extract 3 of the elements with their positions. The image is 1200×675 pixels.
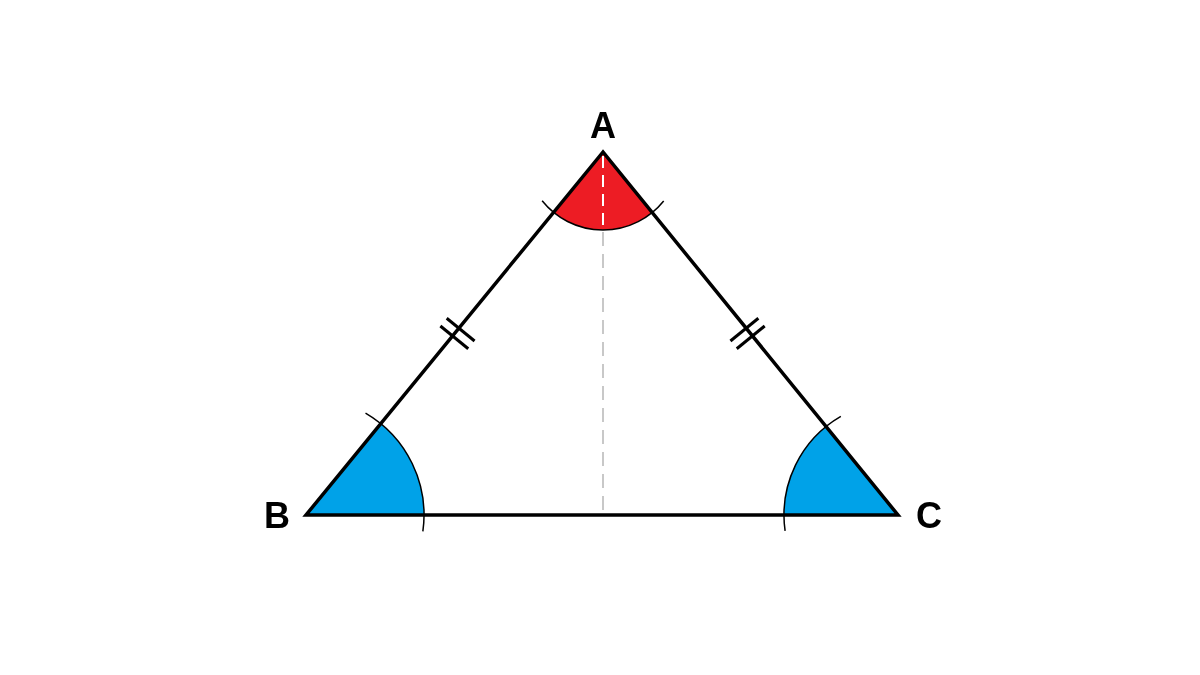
vertex-label: C (916, 498, 942, 534)
vertex-label: B (264, 498, 290, 534)
vertex-label: A (590, 108, 616, 144)
